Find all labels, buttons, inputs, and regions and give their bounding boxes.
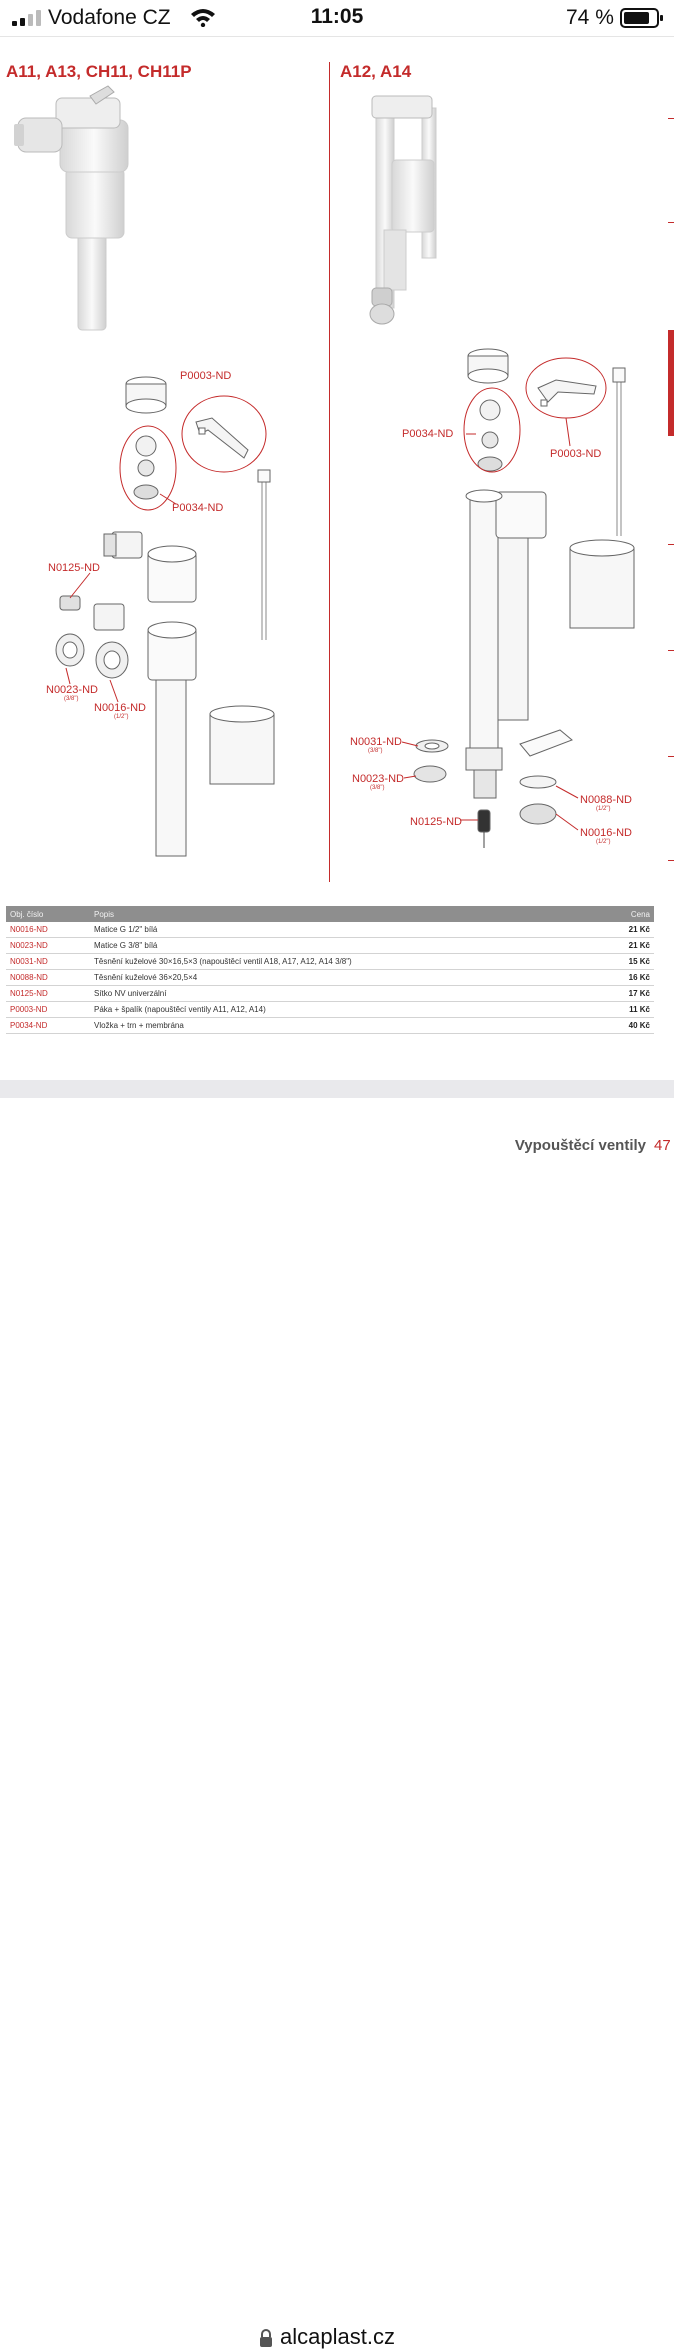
column-header-price: Cena (586, 906, 654, 922)
parts-illustration (14, 85, 635, 857)
table-row: N0125-ND Sítko NV univerzální 17 Kč (6, 985, 654, 1002)
edge-tick (668, 222, 674, 223)
valve-a11-photo (14, 85, 129, 331)
part-code: N0016-ND (6, 922, 90, 938)
table-row: N0023-ND Matice G 3/8" bílá 21 Kč (6, 937, 654, 954)
table-row: N0031-ND Těsnění kuželové 30×16,5×3 (nap… (6, 953, 654, 970)
battery-icon (620, 8, 663, 28)
left-callout-circles (65, 395, 267, 703)
edge-tick (668, 118, 674, 119)
part-price: 17 Kč (586, 985, 654, 1002)
status-bar: Vodafone CZ 11:05 74 % (0, 0, 674, 36)
parts-table: Obj. číslo Popis Cena N0016-ND Matice G … (6, 906, 654, 1034)
right-exploded-view (413, 348, 635, 848)
part-code: N0031-ND (6, 953, 90, 970)
part-description: Páka + špalík (napouštěcí ventily A11, A… (90, 1001, 586, 1018)
callout-n0023-right-size: (3/8") (370, 785, 385, 791)
part-price: 15 Kč (586, 953, 654, 970)
part-code: P0003-ND (6, 1001, 90, 1018)
table-header-row: Obj. číslo Popis Cena (6, 906, 654, 922)
callout-n0023-right: N0023-ND (352, 773, 404, 785)
right-callout-circles (401, 357, 607, 831)
edge-tick (668, 756, 674, 757)
battery-percent: 74 % (566, 6, 614, 29)
callout-n0125-right: N0125-ND (410, 816, 462, 828)
column-header-description: Popis (90, 906, 586, 922)
part-price: 16 Kč (586, 969, 654, 986)
part-description: Matice G 3/8" bílá (90, 937, 586, 954)
part-code: N0023-ND (6, 937, 90, 954)
callout-p0003-right: P0003-ND (550, 448, 602, 460)
table-row: P0034-ND Vložka + trn + membrána 40 Kč (6, 1017, 654, 1034)
callout-n0016-right-size: (1/2") (596, 839, 611, 845)
part-description: Vložka + trn + membrána (90, 1017, 586, 1034)
part-description: Matice G 1/2" bílá (90, 922, 586, 938)
carrier-name: Vodafone CZ (48, 6, 171, 29)
signal-icon (12, 10, 41, 26)
part-description: Těsnění kuželové 30×16,5×3 (napouštěcí v… (90, 953, 586, 970)
clock: 11:05 (310, 5, 364, 28)
part-price: 11 Kč (586, 1001, 654, 1018)
right-product-heading: A12, A14 (340, 62, 412, 81)
callout-p0003-left: P0003-ND (180, 370, 232, 382)
wifi-icon (191, 9, 215, 27)
table-row: P0003-ND Páka + špalík (napouštěcí venti… (6, 1001, 654, 1018)
callout-n0088-right: N0088-ND (580, 794, 632, 806)
column-divider (329, 62, 330, 882)
callout-n0016-left: N0016-ND (94, 702, 146, 714)
edge-tick (668, 544, 674, 545)
callout-n0023-left: N0023-ND (46, 684, 98, 696)
part-description: Sítko NV univerzální (90, 985, 586, 1002)
callout-n0016-left-size: (1/2") (114, 714, 129, 720)
part-price: 21 Kč (586, 922, 654, 938)
url-text[interactable]: alcaplast.cz (280, 2324, 395, 2349)
left-product-heading: A11, A13, CH11, CH11P (6, 62, 192, 81)
callout-n0016-right: N0016-ND (580, 827, 632, 839)
callout-n0125-left: N0125-ND (48, 562, 100, 574)
part-code: N0125-ND (6, 985, 90, 1002)
part-price: 21 Kč (586, 937, 654, 954)
callout-n0031-right: N0031-ND (350, 736, 402, 748)
part-description: Těsnění kuželové 36×20,5×4 (90, 969, 586, 986)
edge-tick (668, 650, 674, 651)
chapter-tab-marker (668, 330, 674, 436)
part-price: 40 Kč (586, 1017, 654, 1034)
left-exploded-view (55, 376, 275, 857)
valve-a12-photo (369, 95, 437, 325)
lock-icon (260, 2329, 272, 2347)
browser-url-bar[interactable]: alcaplast.cz (0, 1160, 674, 2349)
table-row: N0088-ND Těsnění kuželové 36×20,5×4 16 K… (6, 969, 654, 986)
callout-p0034-right: P0034-ND (402, 428, 454, 440)
callout-n0088-right-size: (1/2") (596, 806, 611, 812)
callout-p0034-left: P0034-ND (172, 502, 224, 514)
callout-n0031-right-size: (3/8") (368, 748, 383, 754)
column-header-code: Obj. číslo (6, 906, 90, 922)
part-code: P0034-ND (6, 1017, 90, 1034)
part-code: N0088-ND (6, 969, 90, 986)
footer-section-title: Vypouštěcí ventily (514, 1137, 646, 1154)
edge-tick (668, 860, 674, 861)
footer-page-number: 47 (654, 1137, 671, 1154)
callout-n0023-left-size: (3/8") (64, 696, 79, 702)
page-separator (0, 1080, 674, 1098)
table-row: N0016-ND Matice G 1/2" bílá 21 Kč (6, 922, 654, 938)
